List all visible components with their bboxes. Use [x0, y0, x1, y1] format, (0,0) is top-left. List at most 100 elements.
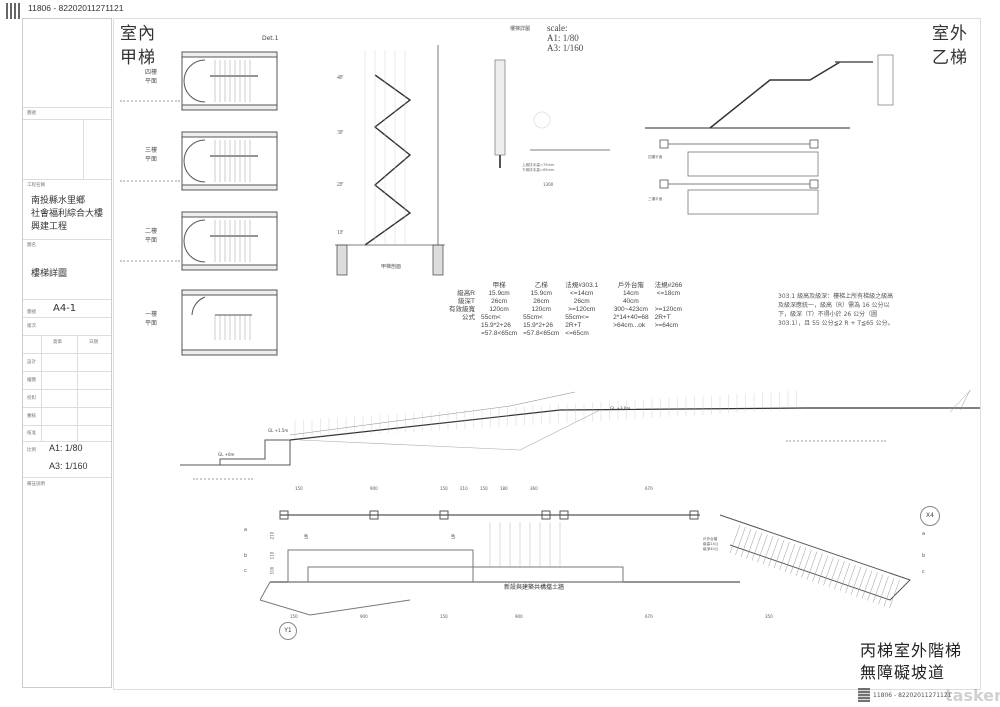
drawing-no-label: 圖號: [27, 111, 36, 116]
sign-col-label: 簽章: [53, 340, 62, 345]
section-caption: 甲梯剖面: [381, 264, 402, 270]
plan-1f: [181, 289, 278, 356]
role-approve: 核准: [27, 431, 36, 436]
marker-c-right: c: [922, 569, 925, 575]
dimension-1300: 1300: [543, 182, 554, 187]
detail-1-label: Det.1: [262, 35, 279, 42]
project-name: 南投縣水里鄉 社會福利綜合大樓 興建工程: [31, 196, 104, 232]
handrail-detail-drawing: [494, 59, 610, 168]
spec-cell: 甲梯: [492, 282, 506, 289]
spec-cell: <=14cm: [569, 290, 594, 297]
annotation-note-block: [120, 180, 180, 190]
dim-bot-4: 670: [645, 614, 653, 619]
remarks-label: 備註說明: [27, 482, 45, 487]
dim-top-0: 150: [295, 486, 303, 491]
floor-3-label: 三樓平面: [145, 147, 158, 163]
date-col-label: 日期: [89, 340, 98, 345]
spec-cell: 2*14+40=68 >64cm...ok: [613, 314, 649, 329]
spec-cell: 26cm: [533, 298, 550, 305]
footer-doc-id: 11806 - 82202011271121: [873, 692, 952, 699]
scale-a3: A3: 1/160: [49, 461, 88, 471]
level-3f: 3F: [337, 130, 344, 136]
spec-cell: 戶外台階: [617, 282, 644, 289]
marker-b-right: b: [922, 553, 926, 559]
sheet-no-label: 圖號: [27, 310, 36, 315]
marker-a-right: a: [922, 531, 926, 537]
dim-bot-2: 150: [440, 614, 448, 619]
grid-bubble-x4: X4: [920, 506, 940, 526]
dim-bot-3: 900: [515, 614, 523, 619]
gl-3-0: GL +3.0m: [610, 406, 631, 411]
outdoor-stair-title: 室外 乙梯: [932, 24, 968, 68]
up-arrow-label-2: UP: [451, 533, 457, 540]
outdoor-plan-3f: 三樓平面: [648, 197, 663, 201]
role-drafting: 繪圖: [27, 378, 36, 383]
annotation-note-block: [193, 478, 253, 510]
role-design: 設計: [27, 360, 36, 365]
annotation-note-block: [120, 260, 180, 270]
scale-a1: A1: 1/80: [49, 443, 83, 453]
retaining-wall-label: 新設與建築共構擋土牆: [504, 584, 565, 591]
plan-4f: [181, 51, 278, 111]
dim-top-5: 180: [500, 486, 508, 491]
level-1f: 1F: [337, 230, 344, 236]
dim-top-4: 150: [480, 486, 488, 491]
stair-section-drawing: [335, 45, 445, 276]
spec-cell: 26cm: [573, 298, 590, 305]
marker-c: c: [244, 568, 247, 574]
spec-cell: >=120cm: [654, 306, 682, 313]
outdoor-plan-4f: 四樓平面: [648, 155, 663, 159]
dim-top-3: 210: [460, 486, 468, 491]
floor-1-label: 一樓平面: [145, 311, 158, 327]
spec-cell: >=120cm: [568, 306, 596, 313]
dim-top-7: 670: [645, 486, 653, 491]
drawing-sheet: [113, 18, 981, 690]
dim-top-6: 360: [530, 486, 538, 491]
side-dim-2: 100: [269, 566, 275, 575]
spec-cell: 法規#266: [654, 282, 683, 289]
plan-3f: [181, 131, 278, 191]
up-arrow-label: UP: [304, 533, 310, 540]
spec-cell: 55cm<= 2R+T <=65cm: [565, 314, 589, 337]
floor-2-label: 二樓平面: [145, 228, 158, 244]
spec-cell: 300~423cm: [613, 306, 648, 313]
side-dim-0: 210: [269, 531, 275, 540]
ramp-elevation-drawing: [180, 390, 980, 466]
marker-b: b: [244, 553, 248, 559]
marker-a: a: [244, 527, 248, 533]
spec-cell: [652, 298, 685, 306]
spec-cell: 40cm: [622, 298, 639, 305]
spec-cell: 15.9cm: [530, 290, 552, 297]
ramp-plan-drawing: [260, 510, 911, 616]
handrail-note: 上緣扶手高=75mm 下緣扶手高=65mm: [522, 163, 555, 172]
watermark: tasker: [945, 686, 1000, 705]
dim-bot-0: 150: [290, 614, 298, 619]
spec-cell: 級高R: [457, 290, 475, 297]
side-dim-1: 110: [269, 551, 275, 560]
stair-detail-caption: 樓梯詳圖: [510, 26, 531, 32]
outdoor-stair-drawings: [645, 54, 894, 215]
level-4f: 4F: [337, 75, 344, 81]
spec-cell: 公式: [462, 314, 475, 321]
spec-cell: [446, 282, 478, 290]
spec-cell: 14cm: [622, 290, 639, 297]
indoor-stair-plans: [181, 51, 278, 356]
level-2f: 2F: [337, 182, 344, 188]
bottom-dimensions: 150 900 150 900 670 350: [290, 614, 850, 622]
annotation-note-block: [786, 440, 886, 482]
gl-1-5: GL +1.5m: [268, 428, 289, 433]
scale-note: scale: A1: 1/80 A3: 1/160: [547, 23, 584, 53]
indoor-stair-title: 室內 甲梯: [120, 24, 156, 68]
project-label: 工程名稱: [27, 183, 45, 188]
role-review: 審核: [27, 414, 36, 419]
spec-cell: 55cm< 15.9*2+26 =57.8<65cm: [523, 314, 560, 337]
footer-qr-icon: [858, 688, 870, 702]
version-label: 版次: [27, 324, 36, 329]
sheet-title: 樓梯詳圖: [31, 269, 68, 279]
gl-0: GL +0m: [218, 452, 235, 457]
spec-cell: 乙梯: [534, 282, 548, 289]
